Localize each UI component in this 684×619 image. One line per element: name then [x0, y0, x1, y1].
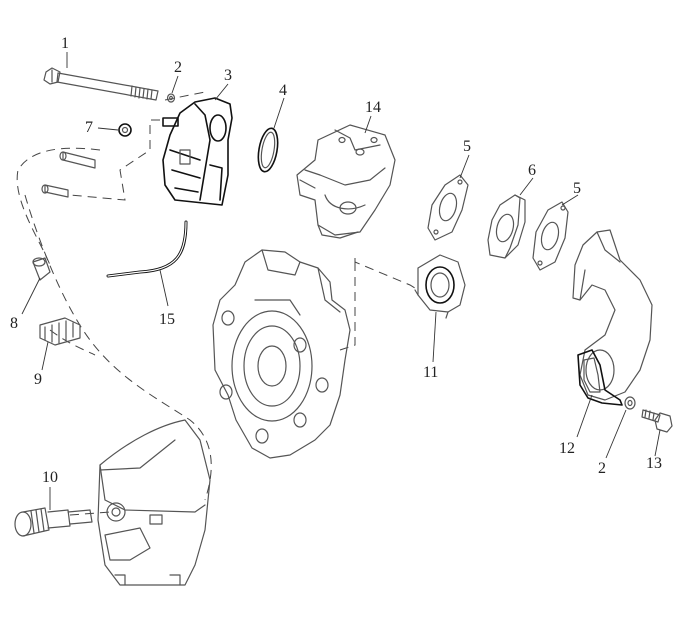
callout-3: 3 — [224, 67, 232, 84]
callout-2-bottom: 2 — [598, 460, 606, 477]
fuel-hose — [106, 220, 188, 278]
hose-clip — [39, 317, 81, 346]
leader-2b — [605, 409, 627, 459]
spacer — [487, 194, 526, 259]
callout-7: 7 — [85, 119, 93, 136]
leader-2a — [171, 75, 179, 94]
callout-1: 1 — [61, 35, 69, 52]
leader-15 — [159, 269, 169, 307]
callout-9: 9 — [34, 371, 42, 388]
short-bolt — [641, 409, 673, 433]
callout-15: 15 — [159, 311, 175, 328]
leader-8 — [21, 277, 41, 315]
assembly-line-hose-path — [16, 147, 101, 266]
leader-4 — [273, 97, 285, 129]
callout-10: 10 — [42, 469, 58, 486]
gasket-2 — [532, 201, 569, 271]
engine-block — [212, 249, 351, 459]
leader-5a — [459, 154, 470, 179]
callout-4: 4 — [279, 82, 287, 99]
leader-6 — [519, 177, 534, 196]
small-grommet — [118, 123, 132, 137]
leader-9 — [41, 341, 49, 371]
assembly-line-block — [339, 262, 356, 351]
leader-11 — [432, 311, 437, 363]
o-ring — [257, 127, 279, 173]
manifold-gasket — [577, 349, 623, 406]
callout-13: 13 — [646, 455, 662, 472]
hose-end-cap — [32, 257, 51, 281]
hose-fittings — [41, 151, 96, 198]
washer-top — [166, 93, 176, 103]
intake-manifold — [572, 229, 653, 401]
leader-3 — [214, 83, 229, 101]
leader-14 — [364, 115, 372, 134]
housing-part — [162, 97, 233, 206]
assembly-line-grommet — [49, 329, 96, 356]
leader-12 — [576, 394, 593, 438]
callout-11: 11 — [423, 364, 439, 381]
leader-5b — [561, 194, 579, 206]
washer-bottom — [624, 396, 636, 410]
callout-2-top: 2 — [174, 59, 182, 76]
assembly-line-fuel — [24, 194, 212, 501]
leader-7 — [97, 127, 119, 131]
callout-5-right: 5 — [573, 180, 581, 197]
assembly-line-carb — [354, 258, 419, 291]
fuel-plug — [14, 507, 93, 537]
long-bolt — [43, 67, 159, 101]
callout-12: 12 — [559, 440, 575, 457]
gasket-1 — [427, 174, 469, 241]
assembly-line-hose-loop — [69, 119, 160, 201]
callout-14: 14 — [365, 99, 381, 116]
callout-5-left: 5 — [463, 138, 471, 155]
lower-casing — [97, 419, 211, 586]
callout-8: 8 — [10, 315, 18, 332]
carb-flange — [414, 254, 466, 319]
leader-13 — [654, 429, 661, 457]
carburetor — [296, 124, 396, 239]
callout-6: 6 — [528, 162, 536, 179]
